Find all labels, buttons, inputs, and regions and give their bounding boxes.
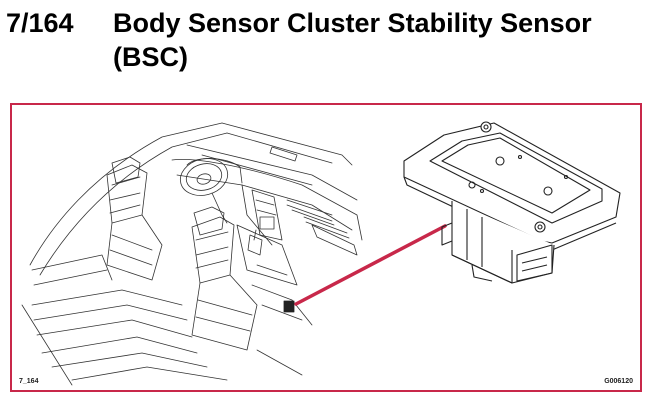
section-number: 7/164 xyxy=(6,8,74,38)
figure-illustration xyxy=(21,121,621,386)
car-interior-drawing xyxy=(21,122,363,386)
figure-id-label: 7_164 xyxy=(19,378,39,385)
bsc-sensor-drawing xyxy=(403,121,621,284)
section-title: Body Sensor Cluster Stability Sensor (BS… xyxy=(113,8,592,72)
section-heading: 7/164 Body Sensor Cluster Stability Sens… xyxy=(6,6,656,82)
image-code-label: G006120 xyxy=(604,378,633,385)
figure-frame: 7_164 G006120 xyxy=(10,103,642,392)
leader-line xyxy=(294,224,447,306)
